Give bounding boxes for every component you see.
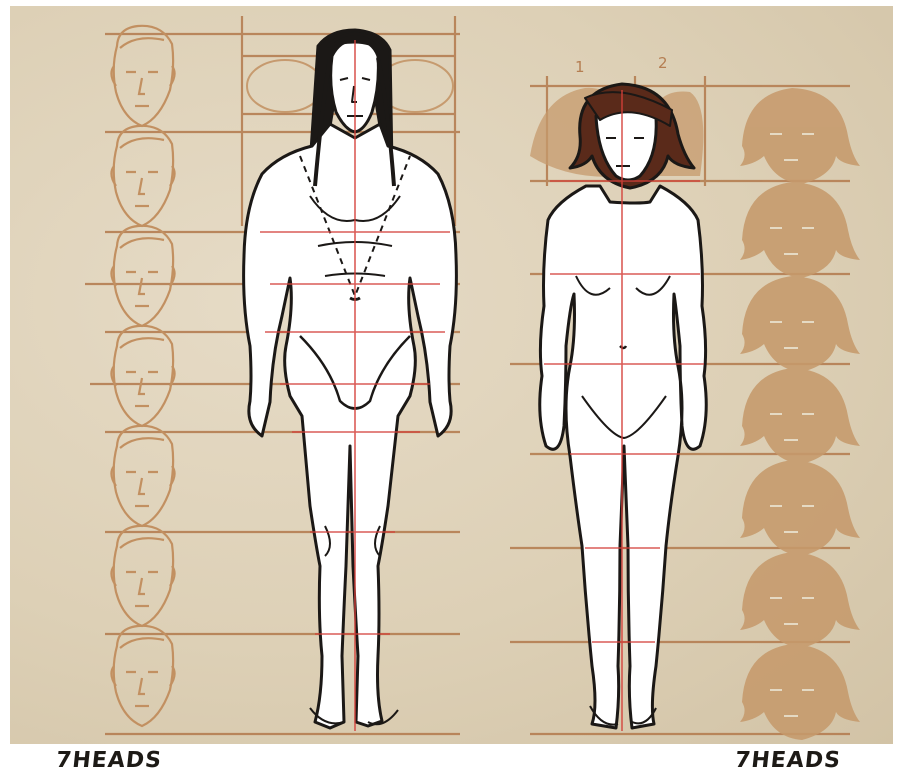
column-number-one: 1 <box>575 58 585 76</box>
male-head-unit <box>111 26 174 126</box>
caption-right: 7HEADS <box>734 748 843 773</box>
column-number-two: 2 <box>658 54 668 72</box>
male-figure <box>244 30 457 728</box>
male-head-units <box>111 26 174 726</box>
proportion-diagram: 1 2 <box>10 6 893 744</box>
paper-background: 1 2 <box>10 6 893 744</box>
female-head-unit <box>740 88 860 184</box>
caption-left: 7HEADS <box>55 748 164 773</box>
